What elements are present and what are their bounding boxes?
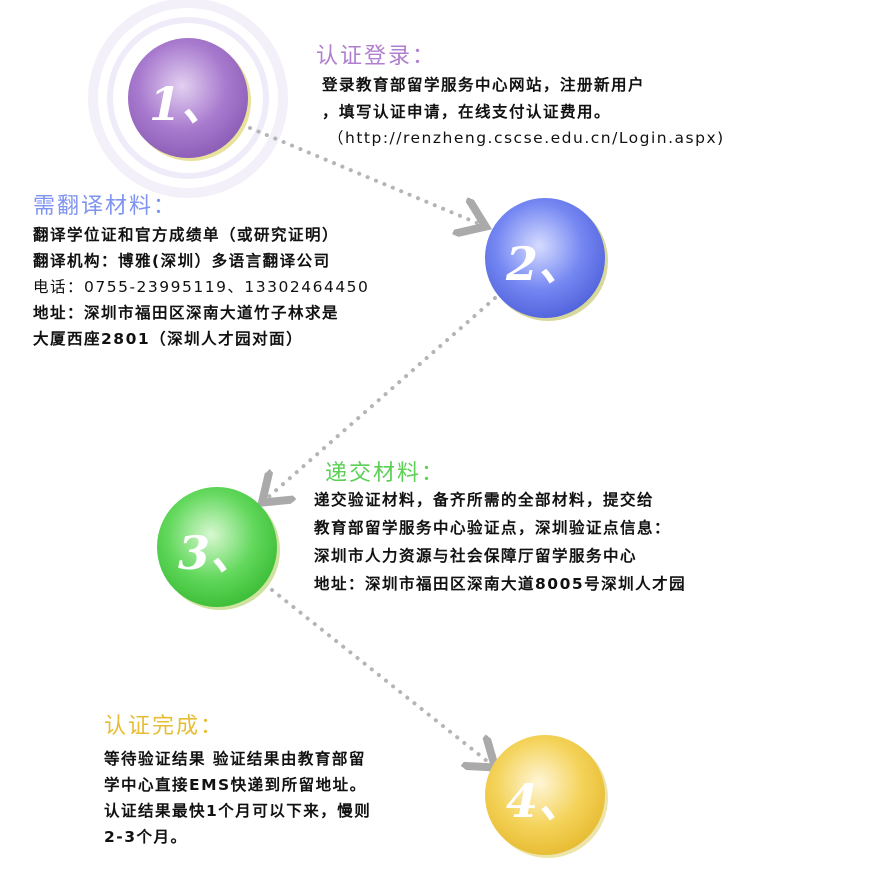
step-3-number: 3、 [177, 526, 256, 580]
text-line: 电话：0755-23995119、13302464450 [33, 278, 370, 296]
dotted-connectors [248, 126, 495, 765]
text-line: 深圳市人力资源与社会保障厅留学服务中心 [314, 547, 638, 565]
step-3-title: 递交材料： [325, 461, 446, 486]
text-line: ，填写认证申请，在线支付认证费用。 [322, 102, 612, 121]
step-2-text: 翻译学位证和官方成绩单（或研究证明） 翻译机构：博雅(深圳）多语言翻译公司 电话… [33, 222, 369, 352]
step-4-title: 认证完成： [104, 714, 225, 739]
text-line: 地址：深圳市福田区深南大道8005号深圳人才园 [314, 575, 687, 593]
text-line: （http://renzheng.cscse.edu.cn/Login.aspx… [328, 129, 725, 147]
text-line: 地址：深圳市福田区深南大道竹子林求是 [33, 304, 340, 322]
text-line: 大厦西座2801（深圳人才园对面） [33, 330, 304, 348]
step-1-number: 1、 [148, 77, 227, 131]
text-line: 递交验证材料，备齐所需的全部材料，提交给 [314, 491, 655, 509]
step-3-text: 递交验证材料，备齐所需的全部材料，提交给 教育部留学服务中心验证点，深圳验证点信… [314, 486, 686, 598]
step-circles [128, 38, 608, 858]
text-line: 登录教育部留学服务中心网站，注册新用户 [322, 76, 646, 94]
step-2-title: 需翻译材料： [33, 194, 178, 219]
text-line: 翻译机构：博雅(深圳）多语言翻译公司 [33, 252, 331, 270]
text-line: 翻译学位证和官方成绩单（或研究证明） [33, 226, 340, 244]
step-2-number: 2、 [505, 237, 584, 291]
text-line: 教育部留学服务中心验证点，深圳验证点信息： [314, 519, 672, 537]
text-line: 学中心直接EMS快递到所留地址。 [104, 776, 367, 794]
text-line: 等待验证结果 验证结果由教育部留 [104, 750, 366, 768]
step-4-text: 等待验证结果 验证结果由教育部留 学中心直接EMS快递到所留地址。 认证结果最快… [104, 746, 371, 850]
halo-rings [88, 0, 288, 198]
text-line: 认证结果最快1个月可以下来，慢则 [104, 802, 372, 820]
step-1-text: 登录教育部留学服务中心网站，注册新用户 ，填写认证申请，在线支付认证费用。 （h… [322, 72, 725, 152]
step-1-title: 认证登录： [316, 44, 437, 69]
text-line: 2-3个月。 [104, 828, 188, 846]
step-4-number: 4、 [505, 774, 584, 828]
